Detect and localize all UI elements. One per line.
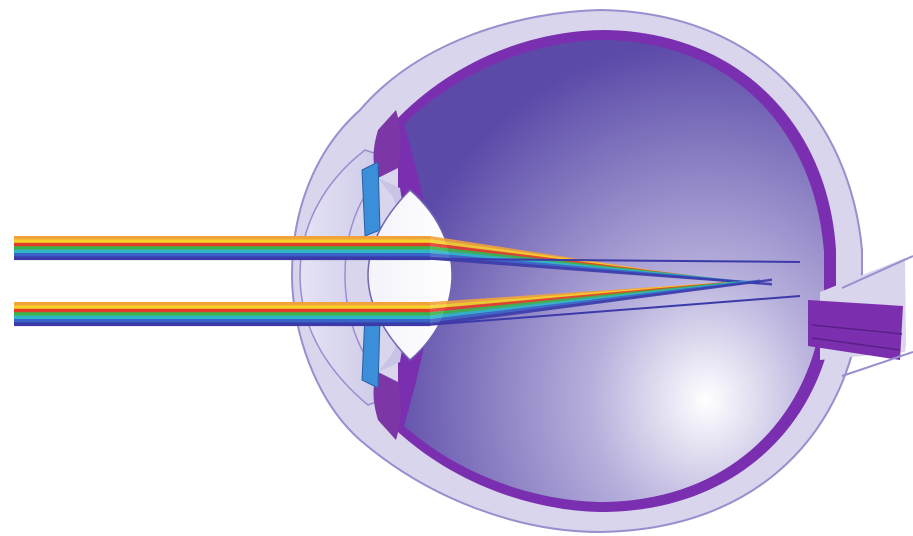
rays-upper-band-1 (14, 239, 430, 243)
rays-lower-band-6 (14, 322, 430, 326)
rays-upper-band-3 (14, 246, 430, 250)
rays-upper-band-6 (14, 256, 430, 260)
rays-upper-band-2 (14, 243, 430, 247)
rays-lower-band-0 (14, 302, 430, 306)
iris-top (362, 162, 380, 236)
rays-lower-band-1 (14, 305, 430, 309)
rays-upper-band-0 (14, 236, 430, 240)
rays-lower-band-2 (14, 309, 430, 313)
rays-lower-band-3 (14, 312, 430, 316)
rays-lower-band-4 (14, 316, 430, 320)
rays-upper-band-4 (14, 250, 430, 254)
rays-upper-band-5 (14, 253, 430, 257)
rays-lower-band-5 (14, 319, 430, 323)
